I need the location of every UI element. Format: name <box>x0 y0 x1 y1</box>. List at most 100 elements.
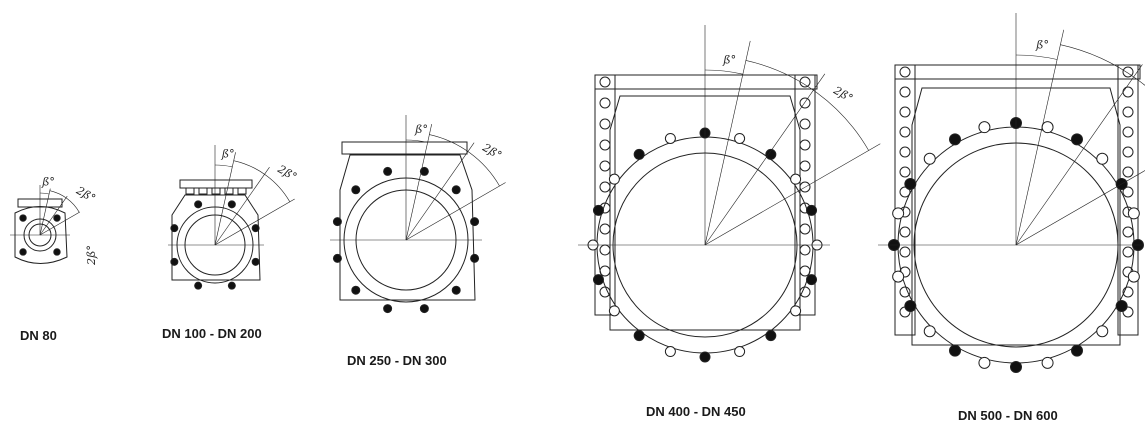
two-beta-arc <box>429 134 500 187</box>
bolt-hole <box>664 132 676 144</box>
two-beta-label: 2ß° <box>479 140 504 162</box>
body-outline <box>911 87 1121 346</box>
bolt-hole <box>892 207 905 220</box>
column-hole <box>1122 126 1134 138</box>
beta-arc <box>214 164 233 168</box>
bolt-hole <box>227 281 236 290</box>
top-frame <box>594 74 818 90</box>
column-hole <box>799 160 811 172</box>
top-slot <box>211 187 221 195</box>
bolt-hole <box>806 204 818 216</box>
bolt-hole <box>1010 361 1022 373</box>
column-hole <box>899 106 911 118</box>
beta-label: ß° <box>41 175 55 188</box>
label-dn100-dn200: DN 100 - DN 200 <box>162 326 262 341</box>
column-hole <box>899 126 911 138</box>
bolt-hole <box>332 217 342 227</box>
column-hole <box>899 186 911 198</box>
column-hole <box>1122 186 1134 198</box>
bolt-hole <box>904 178 917 190</box>
column-hole <box>1122 86 1134 98</box>
left-column <box>894 64 916 336</box>
column-hole <box>599 160 611 172</box>
beta-label: ß° <box>414 123 428 136</box>
two-beta-arc <box>49 190 80 213</box>
bolt-hole <box>170 257 179 266</box>
bolt-hole <box>383 304 393 314</box>
two-beta-label: 2ß° <box>831 83 856 105</box>
left-column <box>594 74 616 316</box>
right-column <box>794 74 816 316</box>
bolt-hole <box>451 185 461 195</box>
beta-arc <box>1015 54 1058 60</box>
bolt-hole <box>765 148 777 160</box>
column-hole <box>899 226 911 238</box>
top-slot <box>237 187 247 195</box>
column-hole <box>899 246 911 258</box>
bolt-hole <box>949 344 961 357</box>
bolt-hole <box>19 248 27 256</box>
bolt-hole <box>1115 300 1128 312</box>
bolt-hole <box>470 217 480 227</box>
bolt-hole <box>419 166 429 176</box>
bolt-hole <box>892 270 905 283</box>
column-hole <box>599 97 611 109</box>
bolt-hole <box>227 200 236 209</box>
column-hole <box>899 146 911 158</box>
bolt-hole <box>1096 325 1109 338</box>
bolt-hole <box>1096 152 1109 165</box>
body-outline <box>339 154 476 301</box>
bolt-hole <box>734 132 746 144</box>
bolt-hole <box>451 285 461 295</box>
column-hole <box>599 244 611 256</box>
bolt-hole <box>633 148 645 160</box>
column-hole <box>1122 106 1134 118</box>
bolt-hole <box>1127 270 1140 283</box>
column-hole <box>1122 146 1134 158</box>
top-plate <box>179 179 253 189</box>
column-hole <box>599 286 611 298</box>
bolt-hole <box>765 330 777 342</box>
bolt-hole <box>1071 344 1083 357</box>
bolt-hole <box>194 281 203 290</box>
column-hole <box>799 286 811 298</box>
two-beta-arc <box>745 60 869 151</box>
bolt-hole <box>734 346 746 358</box>
bolt-hole <box>251 257 260 266</box>
column-hole <box>599 118 611 130</box>
bolt-hole <box>194 200 203 209</box>
column-hole <box>599 223 611 235</box>
column-hole <box>1122 246 1134 258</box>
column-hole <box>899 66 911 78</box>
label-dn80: DN 80 <box>20 328 57 343</box>
column-hole <box>799 76 811 88</box>
bolt-hole <box>1041 356 1054 369</box>
beta-label: ß° <box>221 148 235 161</box>
top-slot <box>224 187 234 195</box>
top-plate <box>341 141 468 155</box>
bolt-hole <box>608 173 620 185</box>
column-hole <box>799 139 811 151</box>
top-slot <box>185 187 195 195</box>
top-frame <box>894 64 1141 80</box>
column-hole <box>799 223 811 235</box>
bolt-hole <box>699 351 711 363</box>
two-beta-arc <box>1060 44 1145 86</box>
column-hole <box>899 86 911 98</box>
two-beta-label: 2ß° <box>275 162 300 184</box>
view-dn80: ß° 2ß° 2ß° <box>10 175 98 266</box>
label-dn500-dn600: DN 500 - DN 600 <box>958 408 1058 423</box>
two-beta-side-label: 2ß° <box>85 245 98 266</box>
bolt-hole <box>470 253 480 263</box>
bolt-hole <box>53 214 61 222</box>
beta-arc <box>39 192 50 195</box>
column-hole <box>599 181 611 193</box>
view-dn250-dn300: ß° 2ß° <box>330 115 506 314</box>
top-slot <box>198 187 208 195</box>
bolt-hole <box>664 346 676 358</box>
two-beta-label: 2ß° <box>73 183 98 205</box>
beta-arc <box>405 139 428 143</box>
bolt-hole <box>904 300 917 312</box>
beta-label: ß° <box>722 53 736 66</box>
